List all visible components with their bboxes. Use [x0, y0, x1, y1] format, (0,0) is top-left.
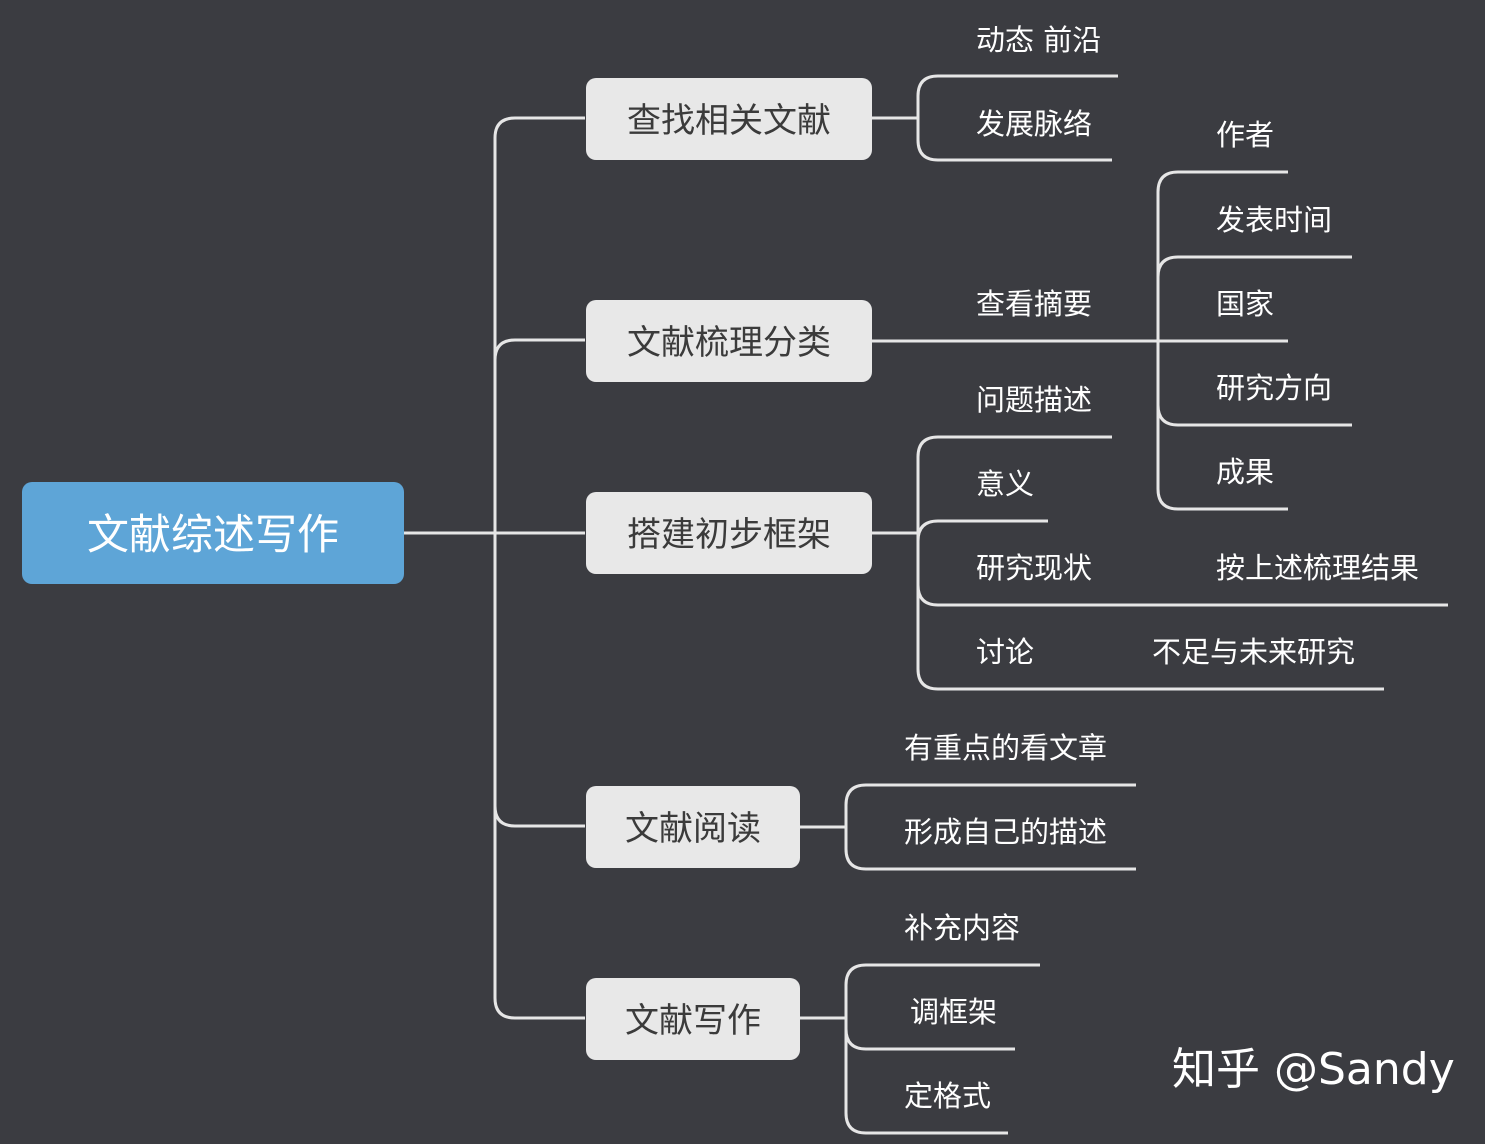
leaf-focused-reading[interactable]: 有重点的看文章: [904, 731, 1108, 765]
connector-b2-sub-2: [1156, 255, 1352, 278]
leaf-discussion[interactable]: 讨论: [976, 635, 1035, 669]
connector-trunk: [493, 116, 585, 1020]
leaf-set-format[interactable]: 定格式: [904, 1079, 992, 1113]
leaf-publish-date[interactable]: 发表时间: [1216, 203, 1333, 237]
connector-b5-sub-2: [844, 1028, 1015, 1051]
branch-node-classify-literature[interactable]: 文献梳理分类: [586, 300, 872, 382]
branch-label: 文献写作: [625, 1000, 761, 1041]
connector-b3-sub-2: [916, 519, 1048, 542]
note-per-classification: 按上述梳理结果: [1216, 551, 1420, 585]
note-shortcomings-future: 不足与未来研究: [1152, 635, 1356, 669]
connector-branch-4: [493, 805, 585, 828]
leaf-supplement-content[interactable]: 补充内容: [904, 911, 1021, 945]
connector-b3-sub-3: [916, 584, 1448, 607]
leaf-research-status[interactable]: 研究现状: [976, 551, 1093, 585]
branch-node-read-literature[interactable]: 文献阅读: [586, 786, 800, 868]
connector-b4-bracket: [844, 783, 1136, 871]
branch-label: 文献阅读: [625, 808, 761, 849]
leaf-trends-frontier[interactable]: 动态 前沿: [976, 23, 1102, 57]
branch-node-write-literature[interactable]: 文献写作: [586, 978, 800, 1060]
root-node[interactable]: 文献综述写作: [22, 482, 404, 584]
branch-label: 搭建初步框架: [627, 514, 831, 555]
leaf-own-description[interactable]: 形成自己的描述: [904, 815, 1108, 849]
leaf-author[interactable]: 作者: [1216, 118, 1275, 152]
leaf-development-context[interactable]: 发展脉络: [976, 107, 1093, 141]
watermark: 知乎 @Sandy: [1172, 1044, 1455, 1095]
leaf-country[interactable]: 国家: [1216, 287, 1275, 321]
connector-b5-bracket: [844, 963, 1040, 1135]
connector-branch-2: [493, 338, 585, 361]
leaf-research-direction[interactable]: 研究方向: [1216, 371, 1333, 405]
leaf-problem-description[interactable]: 问题描述: [976, 383, 1093, 417]
leaf-view-abstract[interactable]: 查看摘要: [976, 287, 1093, 321]
leaf-significance[interactable]: 意义: [976, 467, 1035, 501]
branch-label: 文献梳理分类: [627, 322, 831, 363]
branch-node-build-framework[interactable]: 搭建初步框架: [586, 492, 872, 574]
branch-label: 查找相关文献: [627, 100, 831, 141]
root-label: 文献综述写作: [86, 509, 339, 559]
connector-b2-sub-4: [1156, 404, 1352, 427]
connector-b1-bracket: [916, 74, 1118, 162]
leaf-adjust-framework[interactable]: 调框架: [910, 995, 998, 1029]
leaf-results[interactable]: 成果: [1216, 455, 1275, 489]
branch-node-find-literature[interactable]: 查找相关文献: [586, 78, 872, 160]
connector-b3-bracket: [916, 435, 1384, 691]
